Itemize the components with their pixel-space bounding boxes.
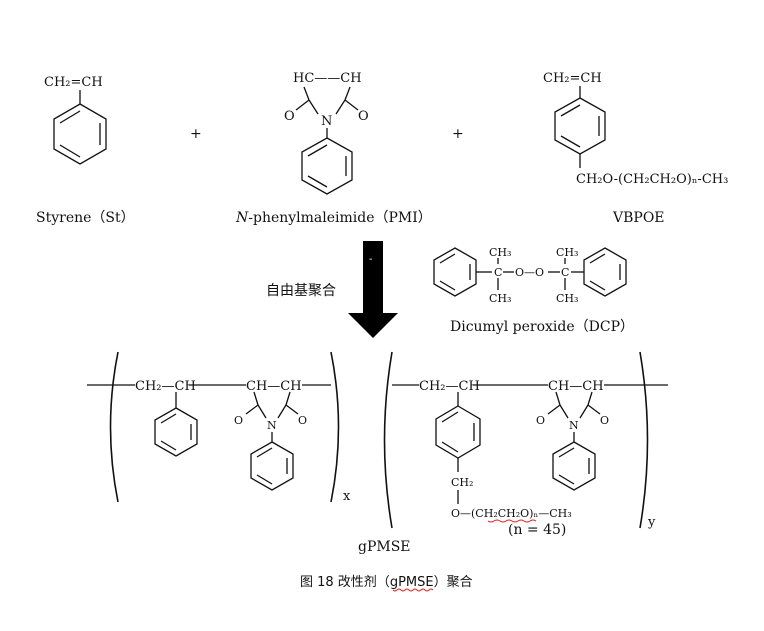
plus-sign-1: + — [190, 126, 202, 142]
pmi-structure: HC——CH O O N — [284, 71, 369, 195]
dcp-methyl-bottom-left: CH₃ — [489, 292, 511, 305]
pmi-name-italic: N — [235, 210, 249, 226]
unit-a-ch-ch: CH—CH — [246, 379, 302, 394]
bracket-a-right — [330, 351, 340, 503]
dcp-methyl-top-left: CH₃ — [489, 246, 511, 259]
bracket-b-right — [639, 351, 649, 529]
bracket-b-left — [383, 351, 393, 529]
dcp-peroxide-bridge: O—O — [515, 266, 544, 279]
unit-b-nitrogen: N — [569, 419, 579, 432]
pmi-hc-ch-group: HC——CH — [293, 71, 362, 86]
pmi-name-rest: -phenylmaleimide（PMI） — [248, 210, 432, 226]
caption-abbr: gPMSE — [390, 575, 434, 590]
plus-sign-2: + — [452, 126, 464, 142]
unit-a-o-right: O — [298, 414, 307, 427]
unit-b-o-left: O — [536, 414, 545, 427]
unit-b-peg-chain: O—(CH₂CH₂O)ₙ—CH₃ — [451, 507, 572, 520]
vbpoe-ether-chain: CH₂O-(CH₂CH₂O)ₙ-CH₃ — [576, 172, 728, 187]
dcp-methyl-top-right: CH₃ — [556, 246, 578, 259]
unit-b-n-value: (n = 45) — [508, 522, 566, 538]
gpmse-structure: CH₂—CH CH—CH O O N x CH₂—CH CH₂ — [87, 351, 668, 538]
dcp-methyl-bottom-right: CH₃ — [556, 292, 578, 305]
pmi-name: N-phenylmaleimide（PMI） — [235, 210, 432, 226]
reaction-arrow: - — [348, 241, 398, 338]
unit-b-subscript: y — [647, 515, 656, 530]
unit-b-ch2-ch: CH₂—CH — [419, 379, 480, 394]
styrene-vinyl-group: CH₂=CH — [44, 75, 103, 90]
unit-b-ch-ch: CH—CH — [548, 379, 604, 394]
unit-b-ch2: CH₂ — [451, 476, 473, 489]
vbpoe-structure: CH₂=CH CH₂O-(CH₂CH₂O)ₙ-CH₃ — [543, 71, 728, 187]
dcp-carbon-left: C — [494, 266, 502, 279]
dcp-structure: C CH₃ CH₃ O—O C CH₃ CH₃ — [433, 246, 627, 305]
unit-a-subscript: x — [343, 489, 351, 504]
dcp-carbon-right: C — [561, 266, 569, 279]
bracket-a-left — [109, 351, 119, 503]
product-name: gPMSE — [358, 539, 411, 555]
pmi-carbonyl-o-right: O — [358, 109, 369, 124]
caption-prefix: 图 18 改性剂（ — [300, 575, 390, 590]
unit-a-nitrogen: N — [267, 419, 277, 432]
vbpoe-vinyl-group: CH₂=CH — [543, 71, 602, 86]
unit-b-o-right: O — [600, 414, 609, 427]
styrene-name: Styrene（St） — [36, 210, 135, 226]
figure-caption: 图 18 改性剂（gPMSE）聚合 — [300, 575, 473, 590]
dcp-name: Dicumyl peroxide（DCP） — [450, 319, 634, 335]
pmi-carbonyl-o-left: O — [284, 109, 295, 124]
unit-a-ch2-ch: CH₂—CH — [135, 379, 196, 394]
reaction-condition: 自由基聚合 — [266, 282, 336, 299]
vbpoe-name: VBPOE — [612, 210, 665, 226]
unit-a-o-left: O — [234, 414, 243, 427]
arrow-mark: - — [369, 254, 372, 265]
caption-suffix: ）聚合 — [434, 575, 473, 590]
pmi-nitrogen: N — [321, 114, 332, 129]
styrene-structure: CH₂=CH — [44, 75, 107, 165]
